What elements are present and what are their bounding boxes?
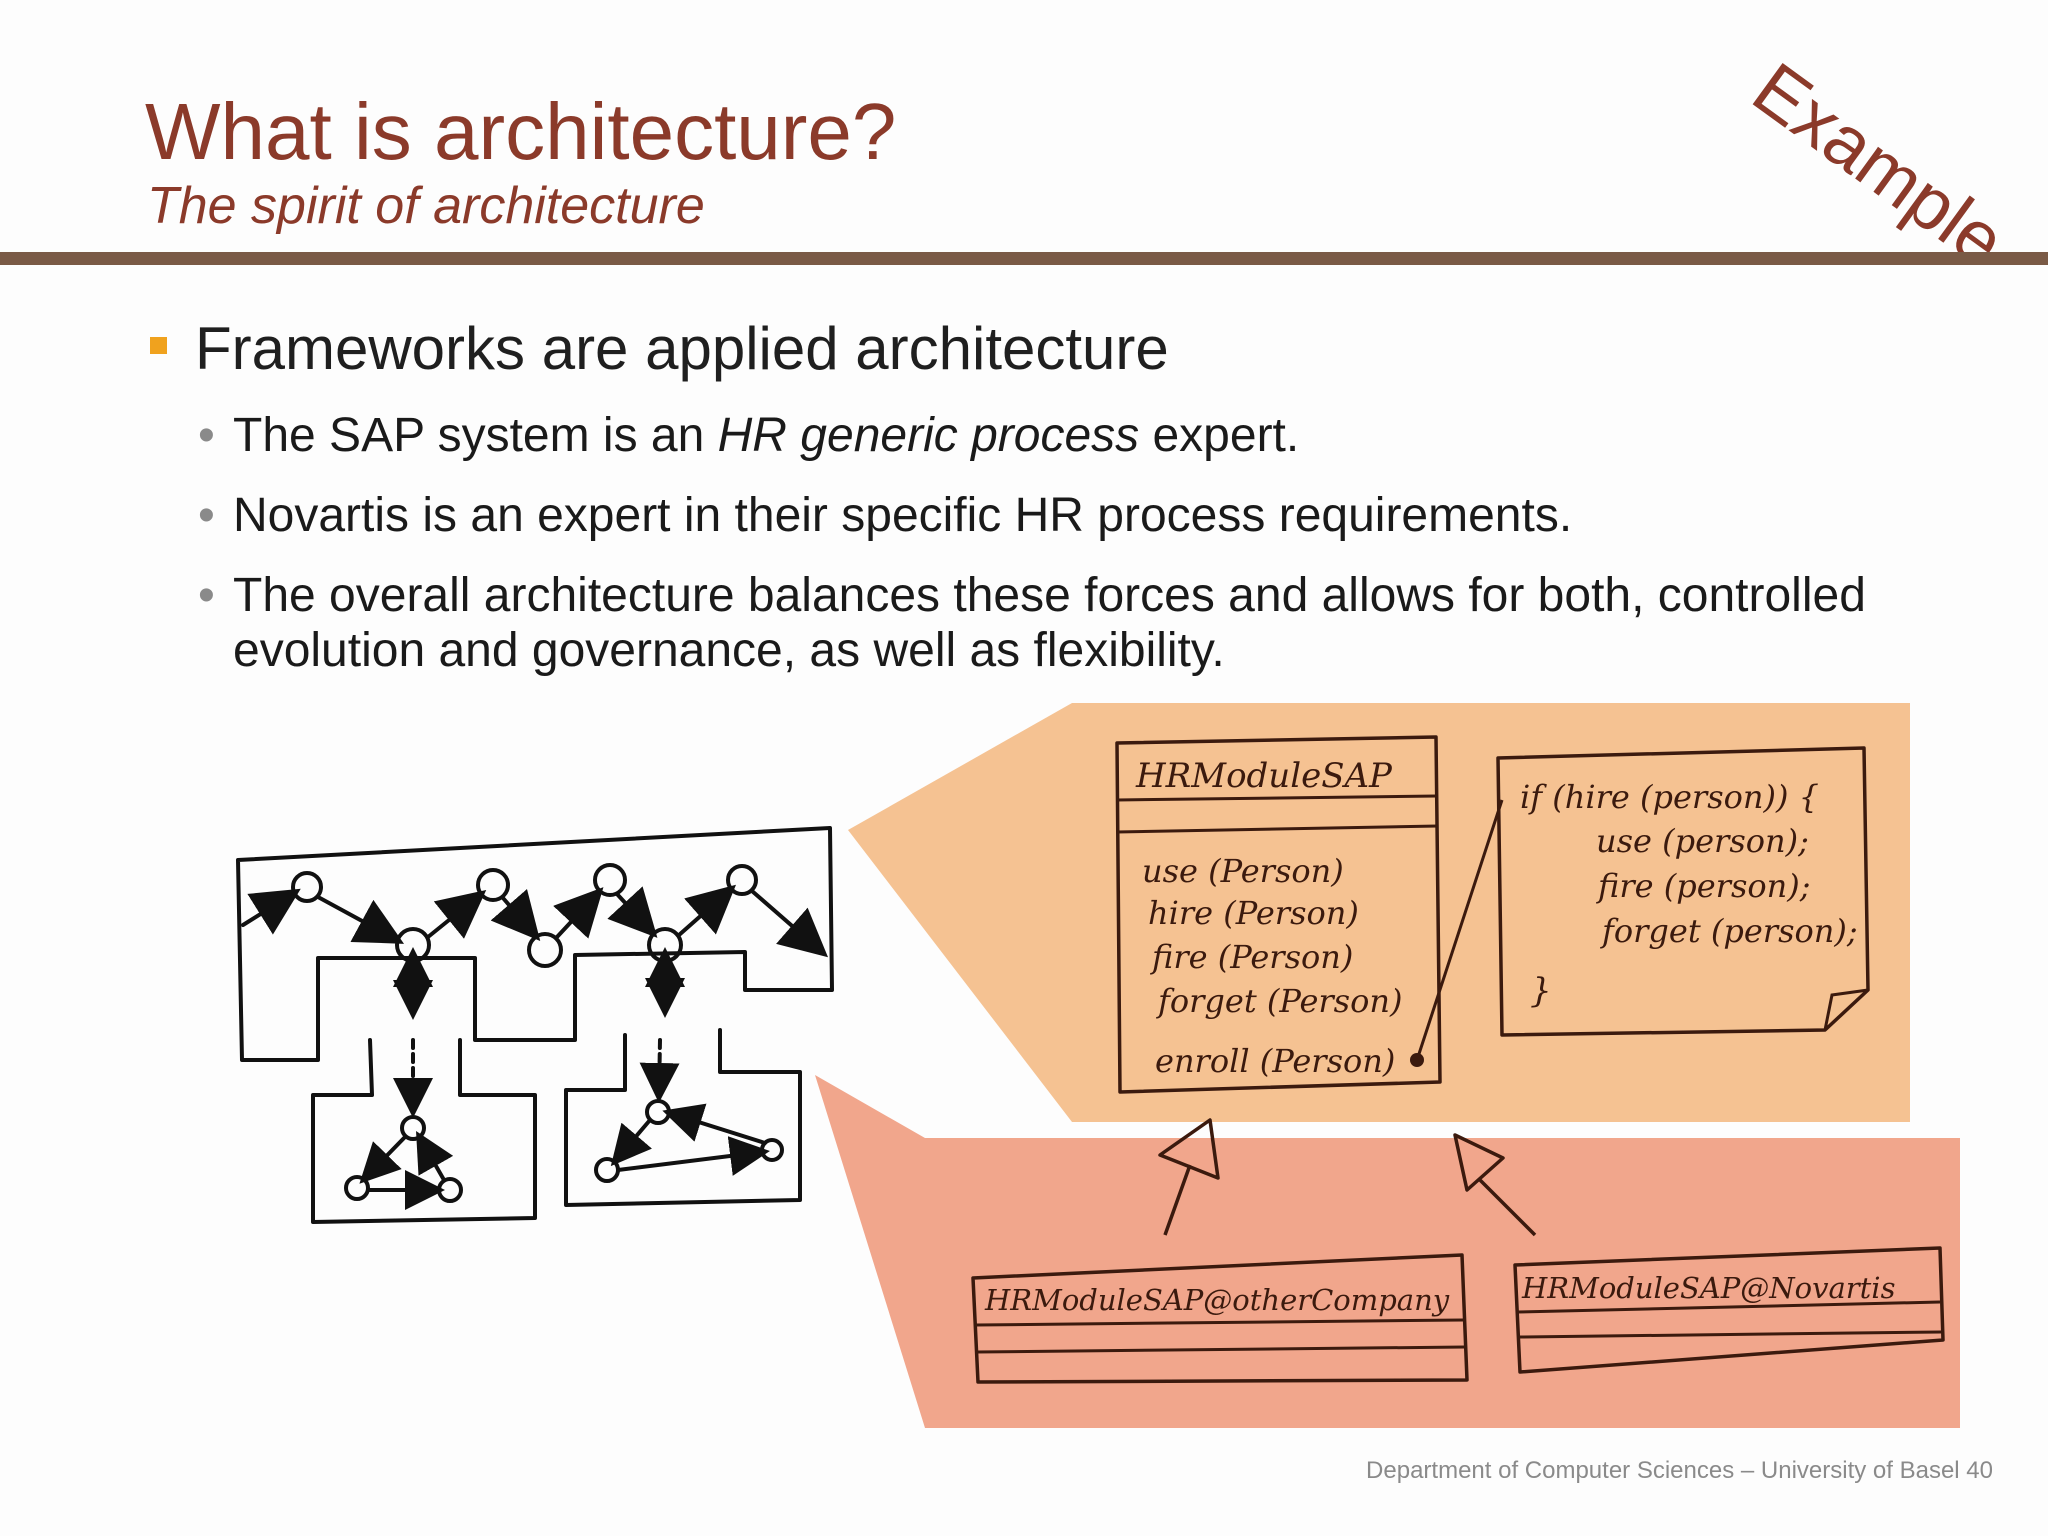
slide-footer: Department of Computer Sciences – Univer… <box>1366 1457 1993 1484</box>
sub-bullet-text: The overall architecture balances these … <box>233 569 1866 678</box>
subclass-panel <box>815 1075 1960 1428</box>
code-note: if (hire (person)) { use (person); fire … <box>1496 746 1870 1037</box>
method-forget: forget (Person) <box>1156 982 1402 1020</box>
note-connector <box>1415 799 1504 1061</box>
note-line-2: use (person); <box>1596 822 1809 860</box>
method-enroll: enroll (Person) <box>1155 1042 1395 1080</box>
main-bullet: Frameworks are applied architecture <box>195 315 1169 382</box>
slide-title: What is architecture? <box>145 87 897 176</box>
method-use: use (Person) <box>1142 852 1344 890</box>
subclass-box-novartis: HRModuleSAP@Novartis <box>1513 1246 1945 1374</box>
class-name: HRModuleSAP <box>1135 756 1393 796</box>
note-line-5: } <box>1530 971 1552 1011</box>
subclass-name: HRModuleSAP@Novartis <box>1521 1271 1895 1305</box>
subclass-name: HRModuleSAP@otherCompany <box>984 1283 1450 1317</box>
sub-bullet-text: The SAP system is an HR generic process … <box>233 409 1300 462</box>
class-box-hrmodulesap: HRModuleSAP use (Person) hire (Person) f… <box>1115 735 1442 1094</box>
method-fire: fire (Person) <box>1150 938 1353 976</box>
inheritance-arrows <box>1158 1118 1537 1237</box>
slide-subtitle: The spirit of architecture <box>147 177 705 235</box>
emphasis-text: HR generic process <box>717 409 1140 462</box>
note-line-1: if (hire (person)) { <box>1520 778 1819 816</box>
subclass-box-othercompany: HRModuleSAP@otherCompany <box>971 1253 1469 1384</box>
sub-bullet-text: Novartis is an expert in their specific … <box>233 489 1573 542</box>
note-line-4: forget (person); <box>1600 912 1858 950</box>
method-hire: hire (Person) <box>1148 894 1359 932</box>
note-line-3: fire (person); <box>1596 867 1811 905</box>
bullet-square-icon <box>150 337 167 354</box>
title-divider <box>0 252 2048 265</box>
framework-panel <box>848 703 1910 1122</box>
sub-bullet-marker: • <box>198 489 215 542</box>
sub-bullet-marker: • <box>198 409 215 462</box>
architecture-sketch <box>236 826 834 1224</box>
sub-bullet-marker: • <box>198 569 215 622</box>
